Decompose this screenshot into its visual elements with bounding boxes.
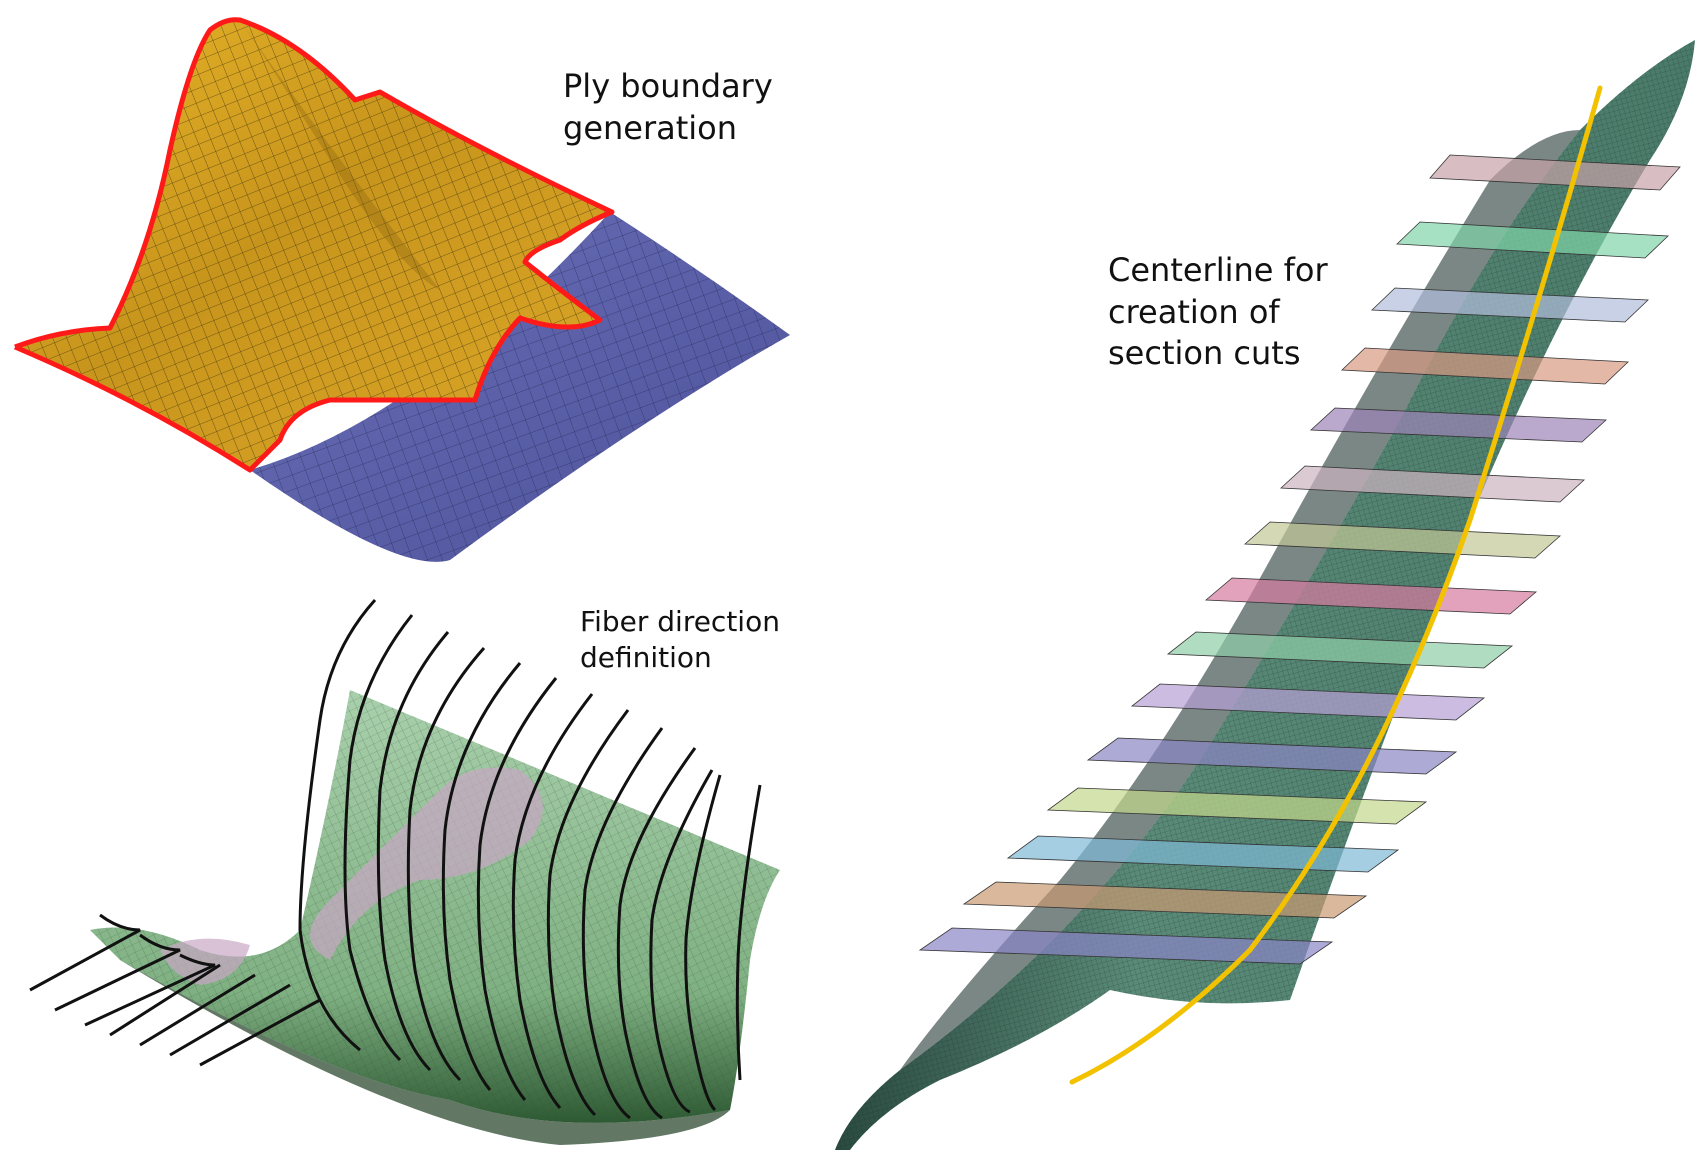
fiber-direction-caption: Fiber direction definition (580, 604, 780, 677)
fiber-line (199, 998, 321, 1067)
fiber-line (169, 983, 291, 1057)
fiber-line (376, 631, 450, 1072)
caption-line: Centerline for (1108, 251, 1328, 289)
fiber-line (109, 963, 221, 1037)
fiber-line (476, 677, 558, 1101)
fiber-line (84, 953, 216, 1027)
caption-line: generation (563, 108, 738, 147)
fiber-line (616, 747, 697, 1120)
section-cut (1166, 631, 1514, 669)
section-cut (1371, 287, 1649, 323)
fiber-line (54, 933, 181, 1012)
section-cut (1243, 521, 1562, 559)
section-cut (1396, 221, 1669, 259)
caption-line: creation of (1108, 292, 1280, 331)
fiber-line (546, 709, 630, 1117)
fiber-line (684, 774, 722, 1112)
centerline (1069, 85, 1603, 1085)
fiber-line (649, 769, 714, 1114)
fiber-line (581, 727, 664, 1120)
section-cut (962, 881, 1368, 919)
caption-line: Fiber direction (580, 605, 780, 638)
section-cut (918, 927, 1334, 965)
section-cuts (918, 154, 1681, 965)
fiber-line (735, 784, 762, 1081)
section-cut (1130, 683, 1486, 721)
fiber-line (139, 973, 256, 1047)
section-cut (1280, 465, 1585, 503)
fiber-line (29, 913, 141, 992)
caption-line: section cuts (1108, 334, 1301, 373)
fiber-line (298, 598, 377, 1052)
section-cut (1204, 577, 1538, 615)
caption-line: definition (580, 641, 712, 675)
section-cut (1341, 347, 1629, 385)
fiber-line (343, 614, 414, 1062)
section-cut (1046, 787, 1428, 825)
caption-line: Ply boundary (563, 67, 773, 105)
ply-boundary-caption: Ply boundary generation (563, 66, 773, 149)
fiber-line (441, 662, 522, 1091)
section-cut (1310, 407, 1607, 443)
fiber-lines (29, 598, 762, 1120)
fiber-line (511, 693, 594, 1109)
section-cut (1006, 835, 1400, 873)
ply-boundary-line (14, 17, 615, 473)
fiber-line (406, 647, 486, 1082)
centerline-caption: Centerline for creation of section cuts (1108, 250, 1328, 375)
section-cut (1429, 154, 1681, 191)
